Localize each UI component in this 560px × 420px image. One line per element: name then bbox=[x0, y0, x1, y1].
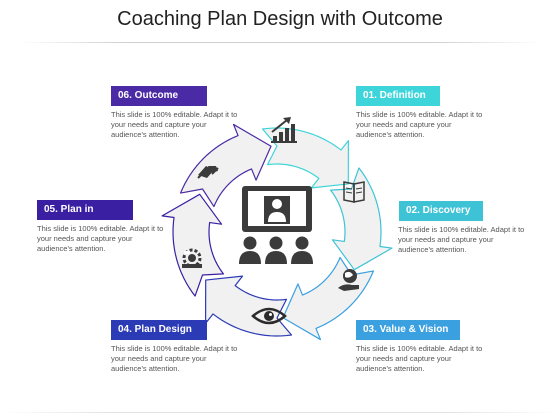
step-01-label: 01. Definition bbox=[356, 86, 440, 106]
cycle-arrow-segment bbox=[329, 167, 393, 271]
step-02-description: This slide is 100% editable. Adapt it to… bbox=[398, 225, 525, 254]
step-02-label: 02. Discovery bbox=[399, 201, 483, 221]
cycle-arrow-segment bbox=[204, 275, 293, 337]
bottom-divider bbox=[0, 412, 560, 413]
cycle-arrow-segment bbox=[179, 123, 272, 208]
cycle-arrow-segment bbox=[161, 193, 225, 297]
step-06-description: This slide is 100% editable. Adapt it to… bbox=[111, 110, 238, 139]
page-title: Coaching Plan Design with Outcome bbox=[117, 8, 443, 30]
step-05-label: 05. Plan in bbox=[37, 200, 133, 220]
eye-icon bbox=[251, 307, 287, 325]
cycle-arrows bbox=[161, 123, 393, 341]
step-01-description: This slide is 100% editable. Adapt it to… bbox=[356, 110, 483, 139]
step-03-label: 03. Value & Vision bbox=[356, 320, 460, 340]
step-04-label: 04. Plan Design bbox=[111, 320, 207, 340]
book-icon bbox=[343, 181, 365, 203]
globe-hand-icon bbox=[338, 269, 359, 291]
step-04-description: This slide is 100% editable. Adapt it to… bbox=[111, 344, 238, 373]
growth-chart-icon bbox=[271, 117, 297, 143]
step-05-description: This slide is 100% editable. Adapt it to… bbox=[37, 224, 164, 253]
step-03-description: This slide is 100% editable. Adapt it to… bbox=[356, 344, 483, 373]
gear-plan-icon bbox=[182, 248, 202, 268]
title-divider bbox=[20, 42, 540, 43]
presentation-audience-icon bbox=[239, 186, 313, 264]
step-06-label: 06. Outcome bbox=[111, 86, 207, 106]
handshake-icon bbox=[197, 166, 219, 179]
